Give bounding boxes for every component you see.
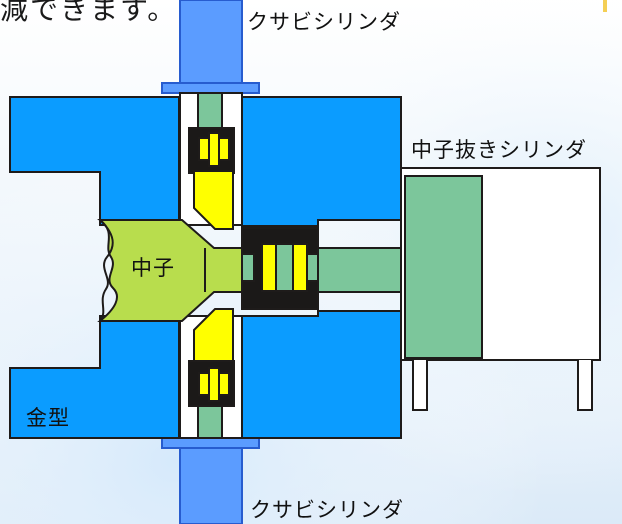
bottom-connector-left (198, 372, 210, 396)
accent-stroke (603, 0, 607, 12)
bottom-connector-right (218, 372, 230, 396)
intro-text: 減できます。 (0, 0, 178, 26)
upper-left-mold (9, 96, 180, 226)
core-pull-center (275, 243, 294, 292)
core-pull-rod (317, 247, 406, 293)
core-label: 中子 (131, 256, 175, 280)
top-wedge-cylinder-icon (179, 0, 243, 84)
lower-right-mold (241, 310, 402, 439)
core-pull-piston (404, 175, 483, 359)
cylinder-left-leg (412, 360, 428, 411)
top-wedge-cylinder-label: クサビシリンダ (247, 10, 401, 34)
core-pull-yellow-right (292, 243, 308, 292)
bottom-cylinder-flange (161, 437, 260, 449)
top-cylinder-flange (161, 82, 260, 94)
core-pull-yellow-left (261, 243, 277, 292)
core-pull-cylinder-label: 中子抜きシリンダ (411, 138, 587, 162)
top-connector-right (218, 137, 230, 161)
core-pull-rod-left (241, 253, 255, 282)
mold-label: 金型 (26, 406, 70, 430)
core-pull-rod-right (306, 253, 319, 282)
top-yellow-wedge (193, 170, 234, 230)
bottom-wedge-cylinder-label: クサビシリンダ (250, 498, 404, 522)
bottom-connector-center (208, 367, 220, 402)
top-connector-center (208, 132, 220, 167)
bottom-wedge-cylinder-icon (179, 447, 243, 524)
cylinder-right-leg (577, 360, 593, 411)
core-left-notch (99, 219, 114, 322)
upper-right-mold (241, 96, 402, 227)
core-icon (97, 219, 243, 322)
bottom-rod (197, 405, 223, 439)
top-connector-left (198, 137, 210, 161)
